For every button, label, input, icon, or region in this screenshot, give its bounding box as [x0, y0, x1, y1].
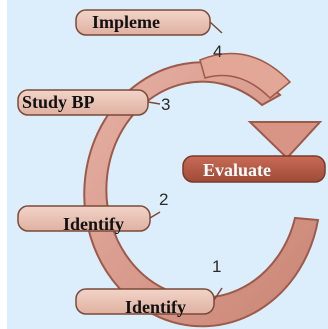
evaluate-label: Evaluate: [203, 160, 272, 180]
step-label-3: Study BP: [22, 92, 95, 112]
step-pill-1: [75, 287, 223, 315]
step-label-2: Identify: [63, 214, 125, 234]
step-label-1: Identify: [125, 297, 187, 317]
step-number-4: 4: [213, 42, 222, 61]
step-number-2: 2: [159, 190, 168, 209]
evaluate-pill: [182, 155, 326, 183]
cycle-arrow-head: [247, 121, 323, 160]
step-number-1: 1: [212, 257, 221, 276]
step-pill-3: [17, 89, 161, 116]
step-pill-4: [75, 9, 223, 36]
step-pill-2: [17, 205, 161, 232]
left-margin: [0, 0, 7, 329]
cycle-top-band: [199, 52, 292, 100]
step-number-3: 3: [161, 95, 170, 114]
step-label-4: Impleme: [92, 12, 160, 32]
